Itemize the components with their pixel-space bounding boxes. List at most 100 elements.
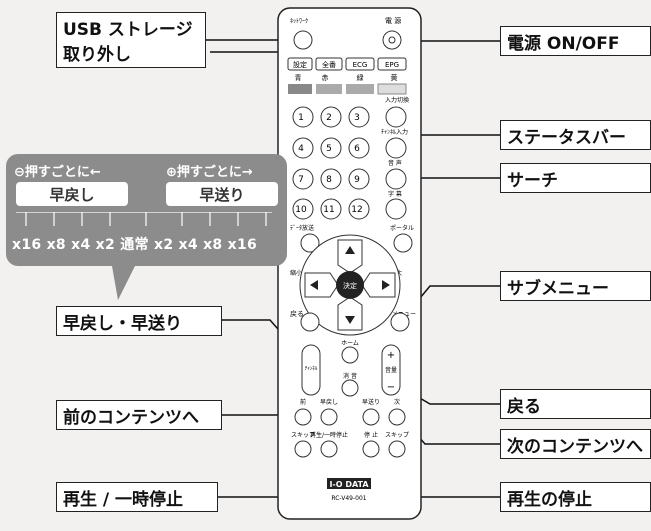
remote-label: スキップ <box>385 432 409 439</box>
remote-label: 音 声 <box>388 159 402 167</box>
number-key-label: 5 <box>326 144 332 154</box>
remote-label: 停 止 <box>364 431 378 439</box>
svg-text:−: − <box>387 382 395 393</box>
speed-pointer <box>112 266 135 300</box>
remote-label: 消 音 <box>343 372 357 380</box>
stop-button[interactable] <box>362 440 380 458</box>
input-switch-button[interactable] <box>385 106 407 128</box>
remote-label: 早送り <box>362 398 380 406</box>
number-key-label: 1 <box>298 113 304 123</box>
remote-label: ECG <box>353 61 368 69</box>
dpad-up[interactable] <box>337 239 363 274</box>
number-key-2[interactable] <box>320 106 342 128</box>
menu-button[interactable] <box>390 312 410 332</box>
number-key-label: 9 <box>354 175 360 185</box>
number-key-7[interactable] <box>292 168 314 190</box>
callout-next: 次のコンテンツへ <box>500 429 651 459</box>
network-button[interactable] <box>293 30 313 50</box>
remote-label: 青 <box>295 73 302 82</box>
number-key-8[interactable] <box>320 168 342 190</box>
data-button[interactable] <box>300 233 320 253</box>
callout-submenu: サブメニュー <box>500 271 651 301</box>
prev-button[interactable] <box>294 408 312 426</box>
callout-status: ステータスバー <box>500 120 651 150</box>
callout-search: サーチ <box>500 163 651 193</box>
number-key-9[interactable] <box>348 168 370 190</box>
audio-button[interactable] <box>385 168 407 190</box>
enter-button[interactable] <box>336 271 364 299</box>
power-button[interactable] <box>382 30 402 50</box>
dpad-right[interactable] <box>361 272 396 298</box>
remote-label: 早戻し <box>320 398 338 406</box>
ecg-button[interactable] <box>345 57 375 71</box>
red-button[interactable] <box>316 84 342 94</box>
remote-label: EPG <box>385 61 399 69</box>
number-key-11[interactable] <box>320 198 342 220</box>
remote-label: 黄 <box>391 73 398 82</box>
playpause-button[interactable] <box>320 440 338 458</box>
number-key-4[interactable] <box>292 137 314 159</box>
rewind-label: 早戻し <box>16 182 128 206</box>
remote-label: 入力切換 <box>385 96 409 104</box>
setup-button[interactable] <box>287 57 313 71</box>
yellow-button[interactable] <box>377 83 407 95</box>
remote-label: 音量 <box>385 366 397 374</box>
remote-label: 縮小 <box>290 269 302 277</box>
remote-label: I-O DATA <box>329 480 369 489</box>
callout-prev: 前のコンテンツへ <box>56 400 222 430</box>
remote-label: 字 幕 <box>388 190 402 198</box>
skip-fwd-button[interactable] <box>388 440 406 458</box>
number-key-label: 3 <box>354 113 360 123</box>
speed-multipliers: x16 x8 x4 x2 通常 x2 x4 x8 x16 <box>12 237 258 253</box>
number-key-6[interactable] <box>348 137 370 159</box>
home-button[interactable] <box>341 346 359 364</box>
number-key-label: 10 <box>295 205 307 215</box>
number-key-3[interactable] <box>348 106 370 128</box>
callout-playpause: 再生 / 一時停止 <box>56 482 218 512</box>
speed-info-panel: ⊖押すごとに← ⊕押すごとに→ 早戻し 早送り x16 x8 x4 x2 通常 … <box>6 154 287 266</box>
dpad-left[interactable] <box>304 272 339 298</box>
remote-label: 戻る <box>290 309 304 318</box>
next-button[interactable] <box>388 408 406 426</box>
dpad-down[interactable] <box>337 296 363 331</box>
callout-ffrw: 早戻し・早送り <box>56 306 222 336</box>
portal-button[interactable] <box>393 233 413 253</box>
channel-rocker[interactable] <box>301 344 321 396</box>
callout-power: 電源 ON/OFF <box>500 26 651 56</box>
channel-input-button[interactable] <box>385 137 407 159</box>
forward-heading: ⊕押すごとに→ <box>166 165 253 180</box>
remote-label: 全番 <box>322 60 336 69</box>
network-label: ﾈｯﾄﾜｰｸ <box>290 18 308 25</box>
green-button[interactable] <box>346 84 374 94</box>
callout-usb: USB ストレージ 取り外し <box>56 12 206 68</box>
number-key-label: 12 <box>351 205 362 215</box>
number-key-label: 8 <box>326 175 332 185</box>
forward-button[interactable] <box>362 408 380 426</box>
blue-button[interactable] <box>288 84 312 94</box>
forward-label: 早送り <box>166 182 278 206</box>
brand-logo <box>327 478 371 489</box>
epg-button[interactable] <box>377 57 407 71</box>
skip-back-button[interactable] <box>294 440 312 458</box>
remote-label: 決定 <box>343 281 357 290</box>
back-button[interactable] <box>300 312 320 332</box>
callout-back: 戻る <box>500 389 651 419</box>
number-key-label: 4 <box>298 144 304 154</box>
remote-label: RC-V49-001 <box>331 495 366 502</box>
all-button[interactable] <box>315 57 343 71</box>
rewind-button[interactable] <box>320 408 338 426</box>
number-key-10[interactable] <box>292 198 314 220</box>
number-key-1[interactable] <box>292 106 314 128</box>
remote-label: 赤 <box>322 74 329 82</box>
subtitle-button[interactable] <box>385 198 407 220</box>
volume-rocker[interactable] <box>381 344 401 396</box>
remote-label: ﾃﾞｰﾀ放送 <box>290 224 314 232</box>
rewind-heading: ⊖押すごとに← <box>14 165 101 180</box>
number-key-12[interactable] <box>348 198 370 220</box>
number-key-5[interactable] <box>320 137 342 159</box>
svg-text:+: + <box>387 350 395 361</box>
mute-button[interactable] <box>341 379 359 397</box>
remote-label: 再生/一時停止 <box>310 431 348 439</box>
number-key-label: 6 <box>354 144 360 154</box>
